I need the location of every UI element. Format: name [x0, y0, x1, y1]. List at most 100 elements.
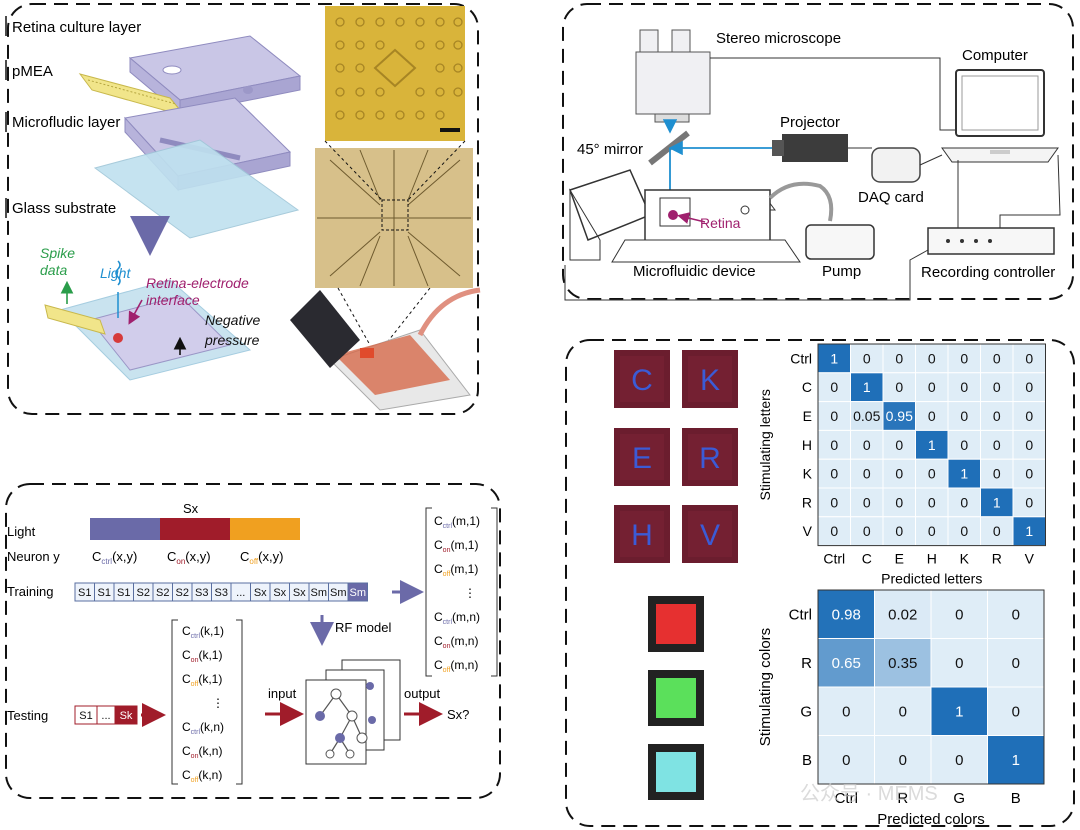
matrix-col-label: V	[1025, 551, 1035, 567]
matrix-cell-value: 0	[1025, 466, 1033, 482]
matrix-cell: 0	[947, 401, 981, 431]
letter-stimulus-tile: C	[614, 350, 670, 408]
feature-item: ⋮	[464, 586, 476, 600]
matrix-cell-value: 1	[960, 466, 968, 482]
matrix-col-label: R	[897, 790, 908, 807]
matrix-cell: 1	[987, 735, 1045, 785]
label-spike-data: data	[40, 262, 67, 278]
testing-cell-label: ...	[101, 710, 110, 722]
feature-item: Coff(m,1)	[434, 562, 478, 578]
matrix-cell: 1	[817, 343, 851, 374]
matrix-col-label: K	[960, 551, 970, 567]
matrix-cell-value: 0	[960, 408, 968, 424]
matrix-cell: 0	[817, 735, 875, 785]
matrix-cell-value: 0	[1012, 655, 1020, 672]
label-projector: Projector	[780, 114, 840, 131]
matrix-cell-value: 0	[960, 379, 968, 395]
color-stimulus-photos	[648, 596, 704, 800]
matrix-cell-value: 0	[960, 523, 968, 539]
matrix-cell: 0	[915, 401, 949, 431]
matrix-cell: 0.05	[850, 401, 884, 431]
matrix-cell: 1	[930, 686, 988, 736]
matrix-cell-value: 1	[928, 437, 936, 453]
matrix-cell-value: 0.65	[832, 655, 861, 672]
matrix-cell: 0	[980, 516, 1014, 547]
matrix-cell: 0	[915, 516, 949, 547]
training-cell: Sx	[269, 582, 290, 602]
matrix-cell-value: 0	[895, 466, 903, 482]
label-neuron-y: Neuron y	[7, 549, 60, 564]
c-ctrl-symbol: C	[92, 549, 101, 564]
matrix-cell-value: 0	[895, 523, 903, 539]
matrix-col-label: E	[895, 551, 904, 567]
matrix-cell: 0	[947, 516, 981, 547]
matrix-row-label: Ctrl	[790, 350, 812, 366]
microfluidic-device-illustration	[569, 169, 834, 263]
matrix-cell: 0	[930, 638, 988, 688]
matrix-cell: 0.35	[874, 638, 932, 688]
color-stimulus-tile	[648, 744, 704, 800]
neuron-response-labels: Cctrl(x,y) Con(x,y) Coff(x,y)	[92, 549, 283, 566]
panel-d-frame	[565, 339, 1075, 827]
matrix-cell-value: 0	[863, 494, 871, 510]
matrix-cell: 0	[850, 343, 884, 374]
light-stimulus-bar	[90, 518, 300, 540]
matrix-cell: 0	[947, 372, 981, 403]
label-daq-card: DAQ card	[858, 189, 924, 206]
matrix-cell-value: 0	[960, 437, 968, 453]
feature-item: Con(k,n)	[182, 744, 222, 760]
matrix-cell: 0	[915, 458, 949, 489]
matrix-cell: 0	[882, 429, 916, 460]
feature-item: Cctrl(m,n)	[434, 610, 480, 626]
recording-controller-illustration	[927, 227, 1055, 255]
training-cell-label: S2	[137, 587, 150, 599]
matrix-cell: 0	[915, 372, 949, 403]
matrix-cell-value: 0	[993, 437, 1001, 453]
matrix-cell-value: 0	[955, 655, 963, 672]
testing-cell-label: Sk	[120, 710, 133, 722]
training-cell-label: S2	[156, 587, 169, 599]
retina-arrow	[677, 212, 706, 224]
matrix-col-label: G	[953, 790, 965, 807]
training-cell-label: Sm	[330, 587, 347, 599]
feature-item: Con(k,1)	[182, 648, 222, 664]
matrix-cell-value: 0.05	[853, 408, 880, 424]
c-on-sub: on	[176, 557, 185, 566]
letter-stimulus-tile: R	[682, 428, 738, 486]
label-output: output	[404, 686, 441, 701]
matrix-cell: 0	[947, 429, 981, 460]
computer-illustration	[941, 69, 1059, 163]
c-off-args: (x,y)	[258, 549, 283, 564]
matrix-cell: 0	[882, 343, 916, 374]
label-spike: Spike	[40, 245, 75, 261]
matrix-cell-value: 0.98	[832, 607, 861, 624]
matrix-cell: 0	[817, 429, 851, 460]
svg-text:Cctrl(x,y): Cctrl(x,y)	[92, 549, 137, 566]
matrix-cell: 0	[987, 638, 1045, 688]
matrix-col-label: Ctrl	[835, 790, 858, 807]
label-sx-question: Sx?	[447, 707, 469, 722]
matrix-cell-value: 0	[993, 379, 1001, 395]
label-pmea: pMEA	[12, 63, 53, 80]
matrix-row-label: B	[802, 752, 812, 769]
matrix-cell-value: 0	[830, 437, 838, 453]
matrix-cell: 1	[980, 487, 1014, 518]
random-forest-illustration	[305, 659, 401, 765]
matrix-cell-value: 0.35	[888, 655, 917, 672]
training-cell-label: S3	[215, 587, 228, 599]
color-stimulus-square	[656, 678, 696, 718]
panel-b-frame	[562, 3, 1074, 300]
matrix-col-label: B	[1011, 790, 1021, 807]
matrix-cell-value: 0	[993, 350, 1001, 366]
matrix-row-label: R	[801, 655, 812, 672]
training-cell-label: S3	[195, 587, 208, 599]
training-cell-label: Sx	[254, 587, 267, 599]
training-cell: S3	[211, 582, 232, 602]
electrode-micrograph-top	[325, 6, 465, 141]
training-cell: S2	[172, 582, 193, 602]
c-off-sub: off	[249, 557, 259, 566]
matrix-row-label: E	[803, 408, 812, 424]
matrix-cell-value: 0	[830, 379, 838, 395]
training-cell: Sx	[250, 582, 271, 602]
